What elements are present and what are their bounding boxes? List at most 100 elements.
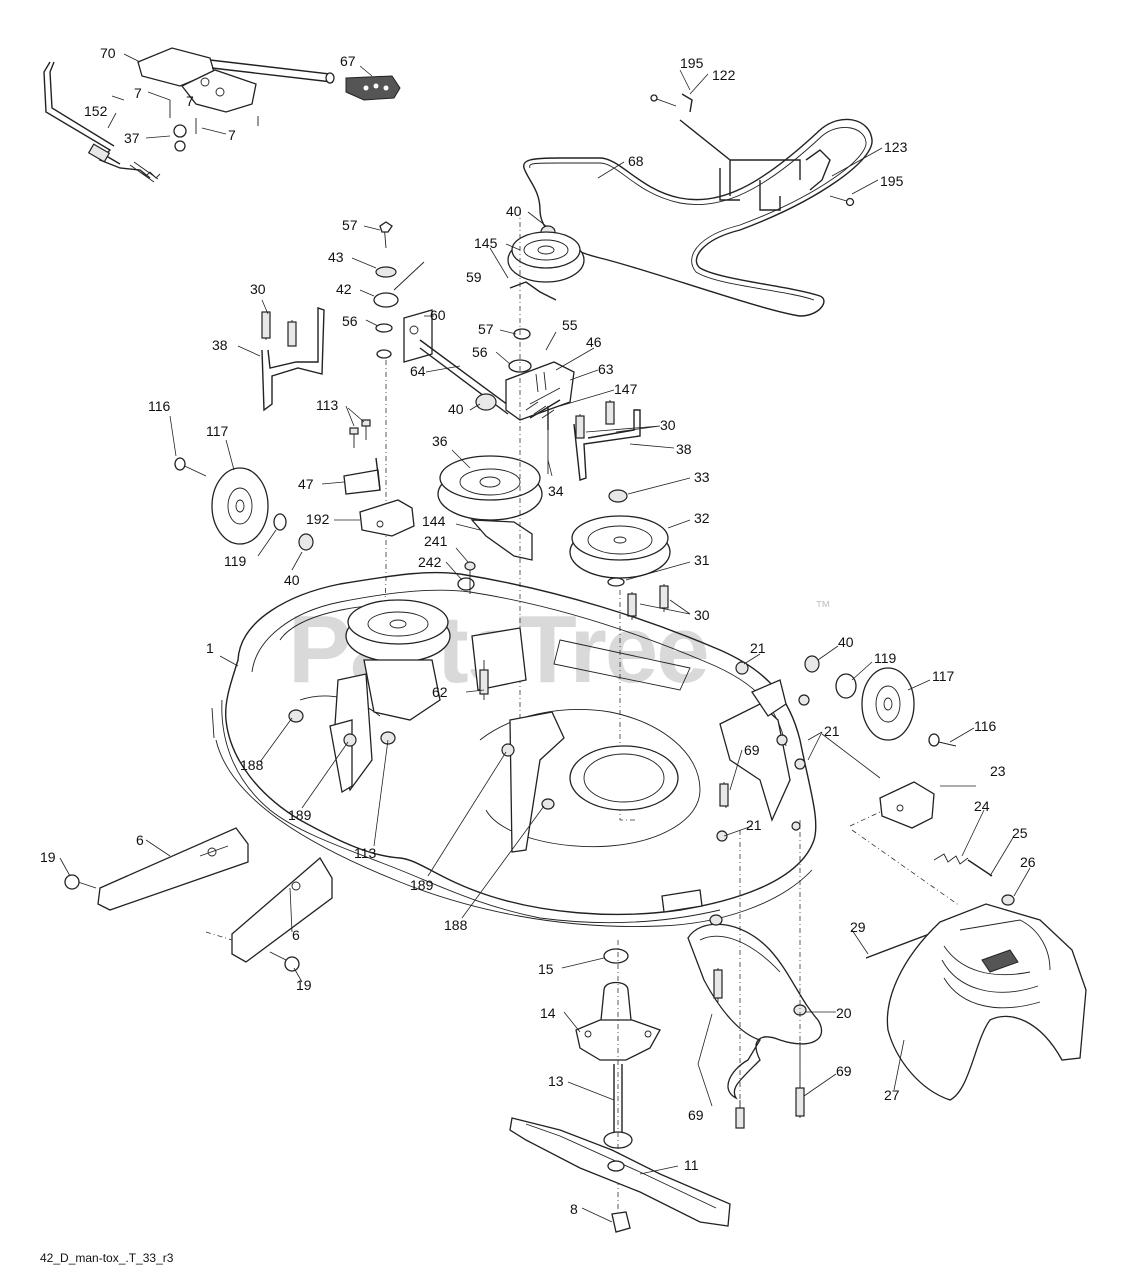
label-242: 242	[418, 554, 442, 570]
deck-pulley-right	[569, 515, 671, 821]
label-7: 7	[186, 93, 194, 109]
label-30: 30	[660, 417, 676, 433]
label-188: 188	[240, 757, 264, 773]
label-24: 24	[974, 798, 990, 814]
label-40: 40	[284, 572, 300, 588]
support-bracket-192	[359, 499, 415, 537]
label-37: 37	[124, 130, 140, 146]
label-31: 31	[694, 552, 710, 568]
label-57: 57	[478, 321, 494, 337]
label-40: 40	[448, 401, 464, 417]
label-13: 13	[548, 1073, 564, 1089]
label-70: 70	[100, 45, 116, 61]
label-20: 20	[836, 1005, 852, 1021]
label-195: 195	[880, 173, 904, 189]
label-6: 6	[292, 927, 300, 943]
drive-belt	[523, 118, 873, 317]
label-69: 69	[836, 1063, 852, 1079]
label-43: 43	[328, 249, 344, 265]
label-117: 117	[206, 423, 229, 439]
label-56: 56	[472, 344, 488, 360]
label-14: 14	[540, 1005, 556, 1021]
label-195: 195	[680, 55, 704, 71]
label-123: 123	[884, 139, 908, 155]
label-144: 144	[422, 513, 446, 529]
label-21: 21	[750, 640, 766, 656]
chute-bracket	[849, 781, 1015, 959]
spindle-assembly	[575, 940, 661, 1210]
label-63: 63	[598, 361, 614, 377]
discharge-chute	[886, 903, 1087, 1101]
label-26: 26	[1020, 854, 1036, 870]
label-25: 25	[1012, 825, 1028, 841]
label-15: 15	[538, 961, 554, 977]
label-64: 64	[410, 363, 426, 379]
label-19: 19	[40, 849, 56, 865]
label-67: 67	[340, 53, 356, 69]
idler-bracket-assembly	[505, 328, 575, 430]
label-34: 34	[548, 483, 564, 499]
label-38: 38	[212, 337, 228, 353]
label-30: 30	[694, 607, 710, 623]
watermark-trademark: ™	[815, 599, 831, 616]
label-116: 116	[148, 398, 171, 414]
label-56: 56	[342, 313, 358, 329]
label-116: 116	[974, 718, 997, 734]
front-hitch-bracket-upper	[64, 827, 249, 911]
label-188: 188	[444, 917, 468, 933]
label-47: 47	[298, 476, 314, 492]
label-113: 113	[316, 397, 339, 413]
drawing-code: 42_D_man-tox_.T_33_r3	[40, 1251, 174, 1265]
mower-deck	[211, 571, 817, 927]
center-idler-pulley	[437, 210, 549, 740]
label-68: 68	[628, 153, 644, 169]
part-number-labels: 70 67 7 7 152 37 7 195 122 68 123 195 40…	[40, 45, 1036, 1217]
label-19: 19	[296, 977, 312, 993]
front-baffle	[687, 820, 823, 1129]
right-deck-hanger	[573, 400, 641, 503]
label-69: 69	[688, 1107, 704, 1123]
label-21: 21	[824, 723, 840, 739]
label-1: 1	[206, 640, 214, 656]
label-23: 23	[990, 763, 1006, 779]
label-38: 38	[676, 441, 692, 457]
label-30: 30	[250, 281, 266, 297]
label-29: 29	[850, 919, 866, 935]
label-32: 32	[694, 510, 710, 526]
leader-lines	[59, 53, 1031, 1223]
lift-lever-assembly	[43, 47, 335, 183]
label-21: 21	[746, 817, 762, 833]
left-deck-hanger	[261, 307, 325, 412]
label-55: 55	[562, 317, 578, 333]
label-122: 122	[712, 67, 736, 83]
bracket-bolts	[343, 419, 381, 495]
mower-blade	[509, 1117, 731, 1233]
label-192: 192	[306, 511, 330, 527]
upper-idler-pulley	[507, 225, 585, 301]
label-241: 241	[424, 533, 448, 549]
label-189: 189	[410, 877, 434, 893]
label-59: 59	[466, 269, 482, 285]
label-36: 36	[432, 433, 448, 449]
left-gauge-wheel	[174, 457, 314, 551]
label-42: 42	[336, 281, 352, 297]
label-33: 33	[694, 469, 710, 485]
bolt-241-242	[457, 561, 476, 594]
label-119: 119	[874, 650, 897, 666]
label-113: 113	[354, 845, 377, 861]
right-gauge-wheel	[804, 655, 957, 747]
belt-guide-assembly	[650, 93, 855, 211]
label-147: 147	[614, 381, 638, 397]
label-27: 27	[884, 1087, 900, 1103]
label-152: 152	[84, 103, 108, 119]
label-119: 119	[224, 553, 247, 569]
label-40: 40	[838, 634, 854, 650]
label-57: 57	[342, 217, 358, 233]
handle-grip	[345, 75, 401, 101]
label-69: 69	[744, 742, 760, 758]
label-60: 60	[430, 307, 446, 323]
label-46: 46	[586, 334, 602, 350]
label-6: 6	[136, 832, 144, 848]
label-189: 189	[288, 807, 312, 823]
label-117: 117	[932, 668, 955, 684]
